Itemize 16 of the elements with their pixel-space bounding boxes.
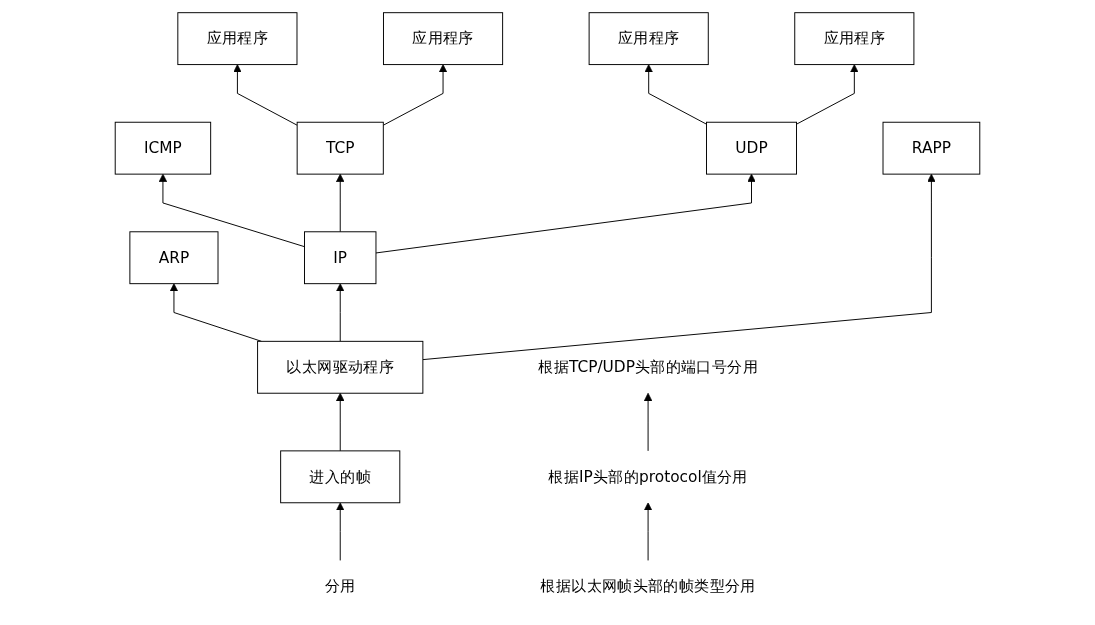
- node-box: 应用程序: [794, 12, 915, 66]
- node-box: 应用程序: [177, 12, 298, 66]
- node-box: ICMP: [114, 121, 212, 175]
- node-box: ARP: [129, 231, 219, 285]
- node-box: 应用程序: [383, 12, 504, 66]
- node-box: 以太网驱动程序: [257, 340, 424, 394]
- node-box: RAPP: [882, 121, 981, 175]
- node-text: 分用: [324, 576, 356, 596]
- node-box: TCP: [296, 121, 384, 175]
- node-box: UDP: [706, 121, 797, 175]
- node-box: 应用程序: [588, 12, 709, 66]
- node-text: 根据IP头部的protocol值分用: [548, 467, 748, 486]
- node-box: 进入的帧: [280, 450, 401, 504]
- node-text: 根据以太网帧头部的帧类型分用: [540, 576, 756, 596]
- node-text: 根据TCP/UDP头部的端口号分用: [538, 357, 758, 376]
- node-box: IP: [304, 231, 377, 285]
